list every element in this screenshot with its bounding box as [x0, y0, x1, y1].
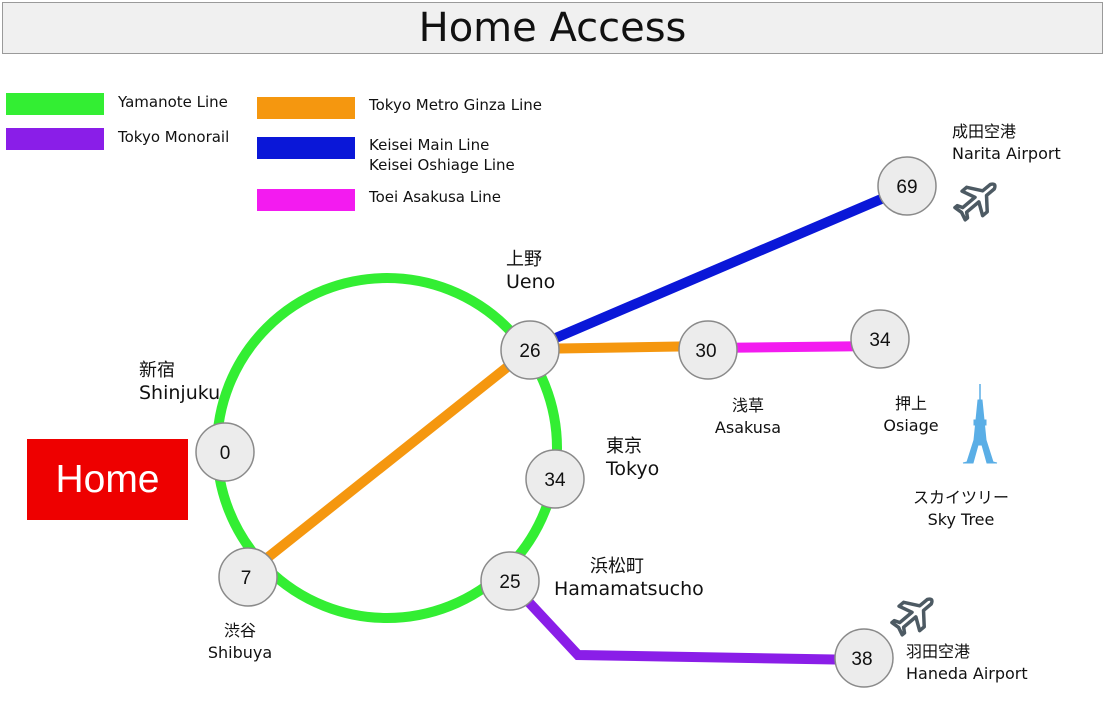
- label-narita-jp: 成田空港: [952, 122, 1017, 141]
- minutes-ueno: 26: [519, 341, 540, 362]
- legend-swatch-keisei: [257, 137, 355, 159]
- minutes-tokyo: 34: [544, 470, 566, 491]
- station-node-narita: 69: [877, 156, 937, 216]
- label-tokyo-en: Tokyo: [606, 458, 660, 480]
- label-hamamatsucho-en: Hamamatsucho: [554, 578, 704, 600]
- label-asakusa-jp: 浅草: [731, 396, 764, 415]
- label-hamamatsucho: 浜松町 Hamamatsucho: [554, 555, 704, 601]
- legend-swatch-asakusa-line: [257, 189, 355, 211]
- label-shibuya-en: Shibuya: [207, 643, 273, 662]
- label-hamamatsucho-jp: 浜松町: [590, 556, 644, 577]
- station-node-haneda: 38: [834, 628, 894, 688]
- station-node-asakusa: 30: [678, 320, 738, 380]
- label-ueno: 上野 Ueno: [506, 248, 555, 294]
- minutes-asakusa: 30: [695, 341, 716, 362]
- label-skytree-en: Sky Tree: [927, 510, 995, 529]
- label-oshiage-jp: 押上: [894, 394, 927, 413]
- legend-label-yamanote: Yamanote Line: [118, 93, 228, 111]
- airplane-icon: [953, 182, 997, 222]
- legend-swatch-monorail: [6, 128, 104, 150]
- label-shinjuku-en: Shinjuku: [139, 382, 221, 404]
- station-node-shibuya: 7: [218, 547, 278, 607]
- legend-label-ginza: Tokyo Metro Ginza Line: [369, 96, 542, 114]
- label-ueno-jp: 上野: [506, 249, 542, 270]
- title-bar: Home Access: [2, 2, 1103, 54]
- minutes-narita: 69: [896, 177, 917, 198]
- station-node-tokyo: 34: [525, 449, 585, 509]
- minutes-shibuya: 7: [241, 568, 252, 589]
- legend-label-monorail: Tokyo Monorail: [118, 128, 230, 146]
- label-oshiage-en: Osiage: [883, 416, 939, 435]
- label-skytree-jp: スカイツリー: [912, 488, 1009, 507]
- home-box: Home: [27, 439, 188, 520]
- label-shibuya-jp: 渋谷: [223, 621, 256, 640]
- station-node-ueno: 26: [500, 320, 560, 380]
- minutes-haneda: 38: [851, 649, 872, 670]
- station-node-oshiage: 34: [850, 309, 910, 369]
- label-tokyo-jp: 東京: [606, 436, 642, 457]
- minutes-shinjuku: 0: [220, 443, 231, 464]
- station-node-hamamatsucho: 25: [480, 551, 540, 611]
- page-title: Home Access: [418, 5, 687, 51]
- label-asakusa-en: Asakusa: [714, 418, 782, 437]
- legend-swatch-yamanote: [6, 93, 104, 115]
- legend-swatch-ginza: [257, 97, 355, 119]
- airplane-icon: [890, 597, 934, 637]
- home-label: Home: [55, 457, 160, 501]
- label-haneda: 羽田空港 Haneda Airport: [906, 641, 1028, 685]
- label-tokyo: 東京 Tokyo: [606, 435, 659, 481]
- legend-label-keisei-main: Keisei Main Line: [369, 136, 490, 154]
- label-shibuya: 渋谷 Shibuya: [195, 620, 285, 664]
- skytree-icon: [962, 384, 998, 464]
- keisei-line: [528, 183, 909, 354]
- station-node-shinjuku: 0: [195, 422, 255, 482]
- label-narita-en: Narita Airport: [952, 144, 1061, 163]
- label-haneda-jp: 羽田空港: [906, 642, 971, 661]
- label-ueno-en: Ueno: [506, 271, 556, 293]
- legend-label-asakusa-line: Toei Asakusa Line: [369, 188, 501, 206]
- label-skytree: スカイツリー Sky Tree: [912, 487, 1010, 531]
- label-asakusa: 浅草 Asakusa: [700, 395, 796, 439]
- monorail-line: [506, 578, 865, 665]
- label-shinjuku: 新宿 Shinjuku: [139, 359, 220, 405]
- label-narita: 成田空港 Narita Airport: [952, 121, 1061, 165]
- minutes-oshiage: 34: [869, 330, 891, 351]
- label-shinjuku-jp: 新宿: [139, 360, 175, 381]
- minutes-hamamatsucho: 25: [499, 572, 520, 593]
- legend-label-keisei-oshiage: Keisei Oshiage Line: [369, 156, 515, 174]
- label-haneda-en: Haneda Airport: [906, 664, 1028, 683]
- label-oshiage: 押上 Osiage: [866, 393, 956, 437]
